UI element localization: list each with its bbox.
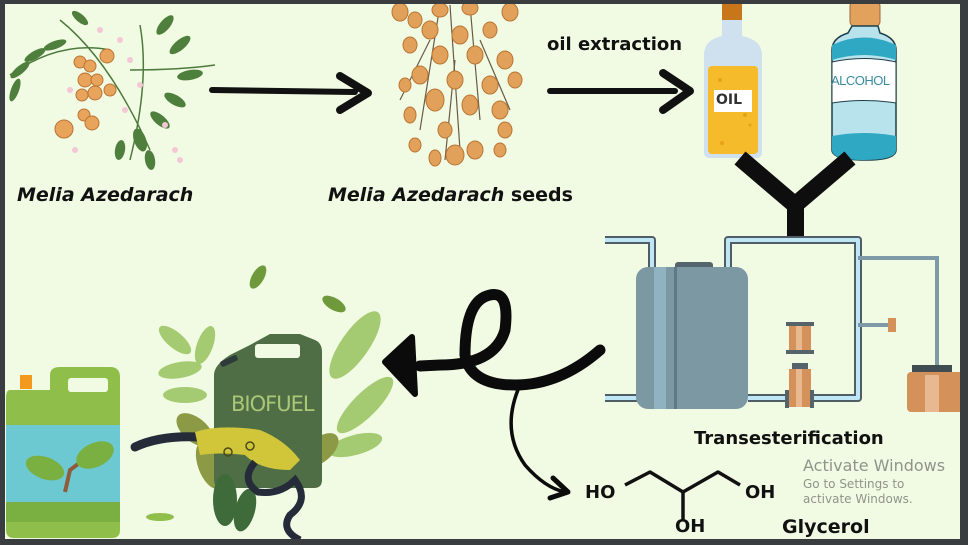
plant-label: Melia Azedarach: [17, 184, 193, 206]
biofuel-can-label: BIOFUEL: [231, 392, 315, 416]
plant-illustration: [9, 10, 216, 170]
seeds-label-suffix: seeds: [504, 184, 573, 206]
transesterification-reactor: [605, 236, 960, 412]
arrow-plant-to-seeds: [209, 72, 372, 114]
glycerol-label: Glycerol: [782, 516, 870, 538]
alcohol-bottle: [831, 4, 897, 161]
biofuel-illustration: [6, 265, 394, 539]
curly-arrow-to-biofuel: [382, 288, 606, 397]
oil-extraction-label: oil extraction: [547, 34, 683, 55]
seeds-label: Melia Azedarach seeds: [328, 184, 573, 206]
glycerol-ho-left: HO: [585, 482, 616, 503]
diagram-canvas: Melia Azedarach Melia Azedarach seeds oi…: [5, 4, 960, 539]
activate-windows-subtitle: Go to Settings to activate Windows.: [803, 477, 913, 506]
alcohol-bottle-label: ALCOHOL: [831, 73, 890, 88]
oil-bottle: [704, 4, 762, 158]
glycerol-oh-right: OH: [745, 482, 776, 503]
arrow-to-glycerol: [509, 384, 571, 501]
oil-bottle-label: OIL: [716, 92, 743, 108]
diagram-graphics: [6, 4, 960, 539]
glycerol-oh-bottom: OH: [675, 516, 706, 537]
plant-label-text: Melia Azedarach: [17, 184, 194, 206]
seeds-label-species: Melia Azedarach: [328, 184, 505, 206]
glycerol-structure: [624, 470, 741, 520]
transesterification-label: Transesterification: [694, 428, 884, 449]
seeds-illustration: [391, 4, 523, 167]
activate-windows-watermark: Activate Windows: [803, 456, 946, 475]
arrow-seeds-to-oil: [547, 69, 694, 114]
y-junction-connector: [734, 151, 856, 238]
